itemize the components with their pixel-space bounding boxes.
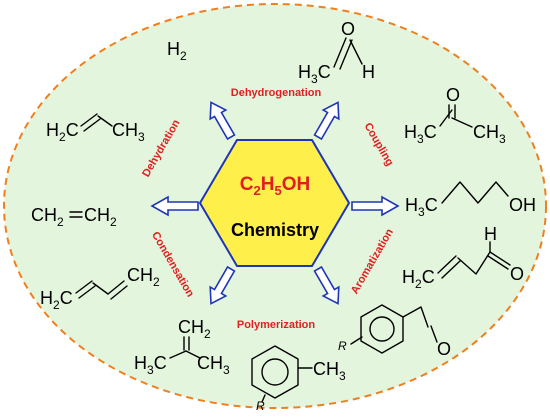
svg-text:H2C: H2C (46, 120, 79, 144)
svg-text:O: O (437, 339, 451, 359)
svg-text:O: O (510, 264, 524, 284)
aromatic-aldehyde-molecule: O R (338, 304, 451, 359)
butanol-molecule: H3C OH (405, 181, 536, 219)
svg-text:H3C: H3C (298, 62, 331, 86)
svg-text:R: R (256, 399, 265, 412)
svg-text:H3C: H3C (404, 122, 437, 146)
svg-text:OH: OH (509, 195, 536, 215)
svg-text:R: R (338, 339, 347, 353)
crotonaldehyde-molecule: H2C O H (402, 224, 524, 291)
butadiene-molecule: H2C CH2 (40, 265, 160, 312)
svg-text:CH2: CH2 (84, 205, 117, 229)
isobutylene-molecule: CH2 H3C CH3 (134, 317, 230, 377)
svg-text:CH2: CH2 (31, 205, 64, 229)
arrow-right (351, 195, 400, 217)
svg-text:H2C: H2C (402, 267, 435, 291)
arrow-up-left (209, 101, 236, 141)
label-polymerization: Polymerization (237, 319, 316, 331)
svg-text:H2C: H2C (40, 288, 73, 312)
hydrogen-molecule: H2 (167, 39, 187, 63)
ethylene-molecule: CH2 CH2 (31, 205, 117, 229)
svg-text:O: O (341, 19, 355, 39)
svg-text:CH3: CH3 (112, 120, 145, 144)
arrow-down-right (313, 265, 340, 305)
acetaldehyde-molecule: H3C O H (298, 19, 375, 86)
svg-text:CH2: CH2 (127, 265, 160, 289)
acetone-molecule: H3C O CH3 (404, 85, 506, 146)
svg-text:H: H (484, 224, 497, 244)
label-dehydrogenation: Dehydrogenation (231, 87, 322, 99)
svg-text:CH2: CH2 (178, 317, 211, 341)
svg-text:H: H (362, 62, 375, 82)
arrow-down-left (209, 265, 236, 305)
center-formula: C2H5OH (240, 174, 310, 198)
center-label: Chemistry (231, 220, 319, 240)
svg-text:CH3: CH3 (473, 122, 506, 146)
arrow-left (150, 195, 199, 217)
alkyl-aromatic-molecule: CH3 R (251, 345, 346, 413)
svg-text:O: O (446, 85, 460, 105)
svg-text:H3C: H3C (134, 353, 167, 377)
center-hexagon (198, 139, 351, 267)
arrow-up-right (313, 101, 340, 141)
propylene-molecule: H2C CH3 (46, 113, 145, 144)
svg-text:CH3: CH3 (197, 353, 230, 377)
svg-text:CH3: CH3 (313, 359, 346, 383)
svg-text:H3C: H3C (405, 195, 438, 219)
